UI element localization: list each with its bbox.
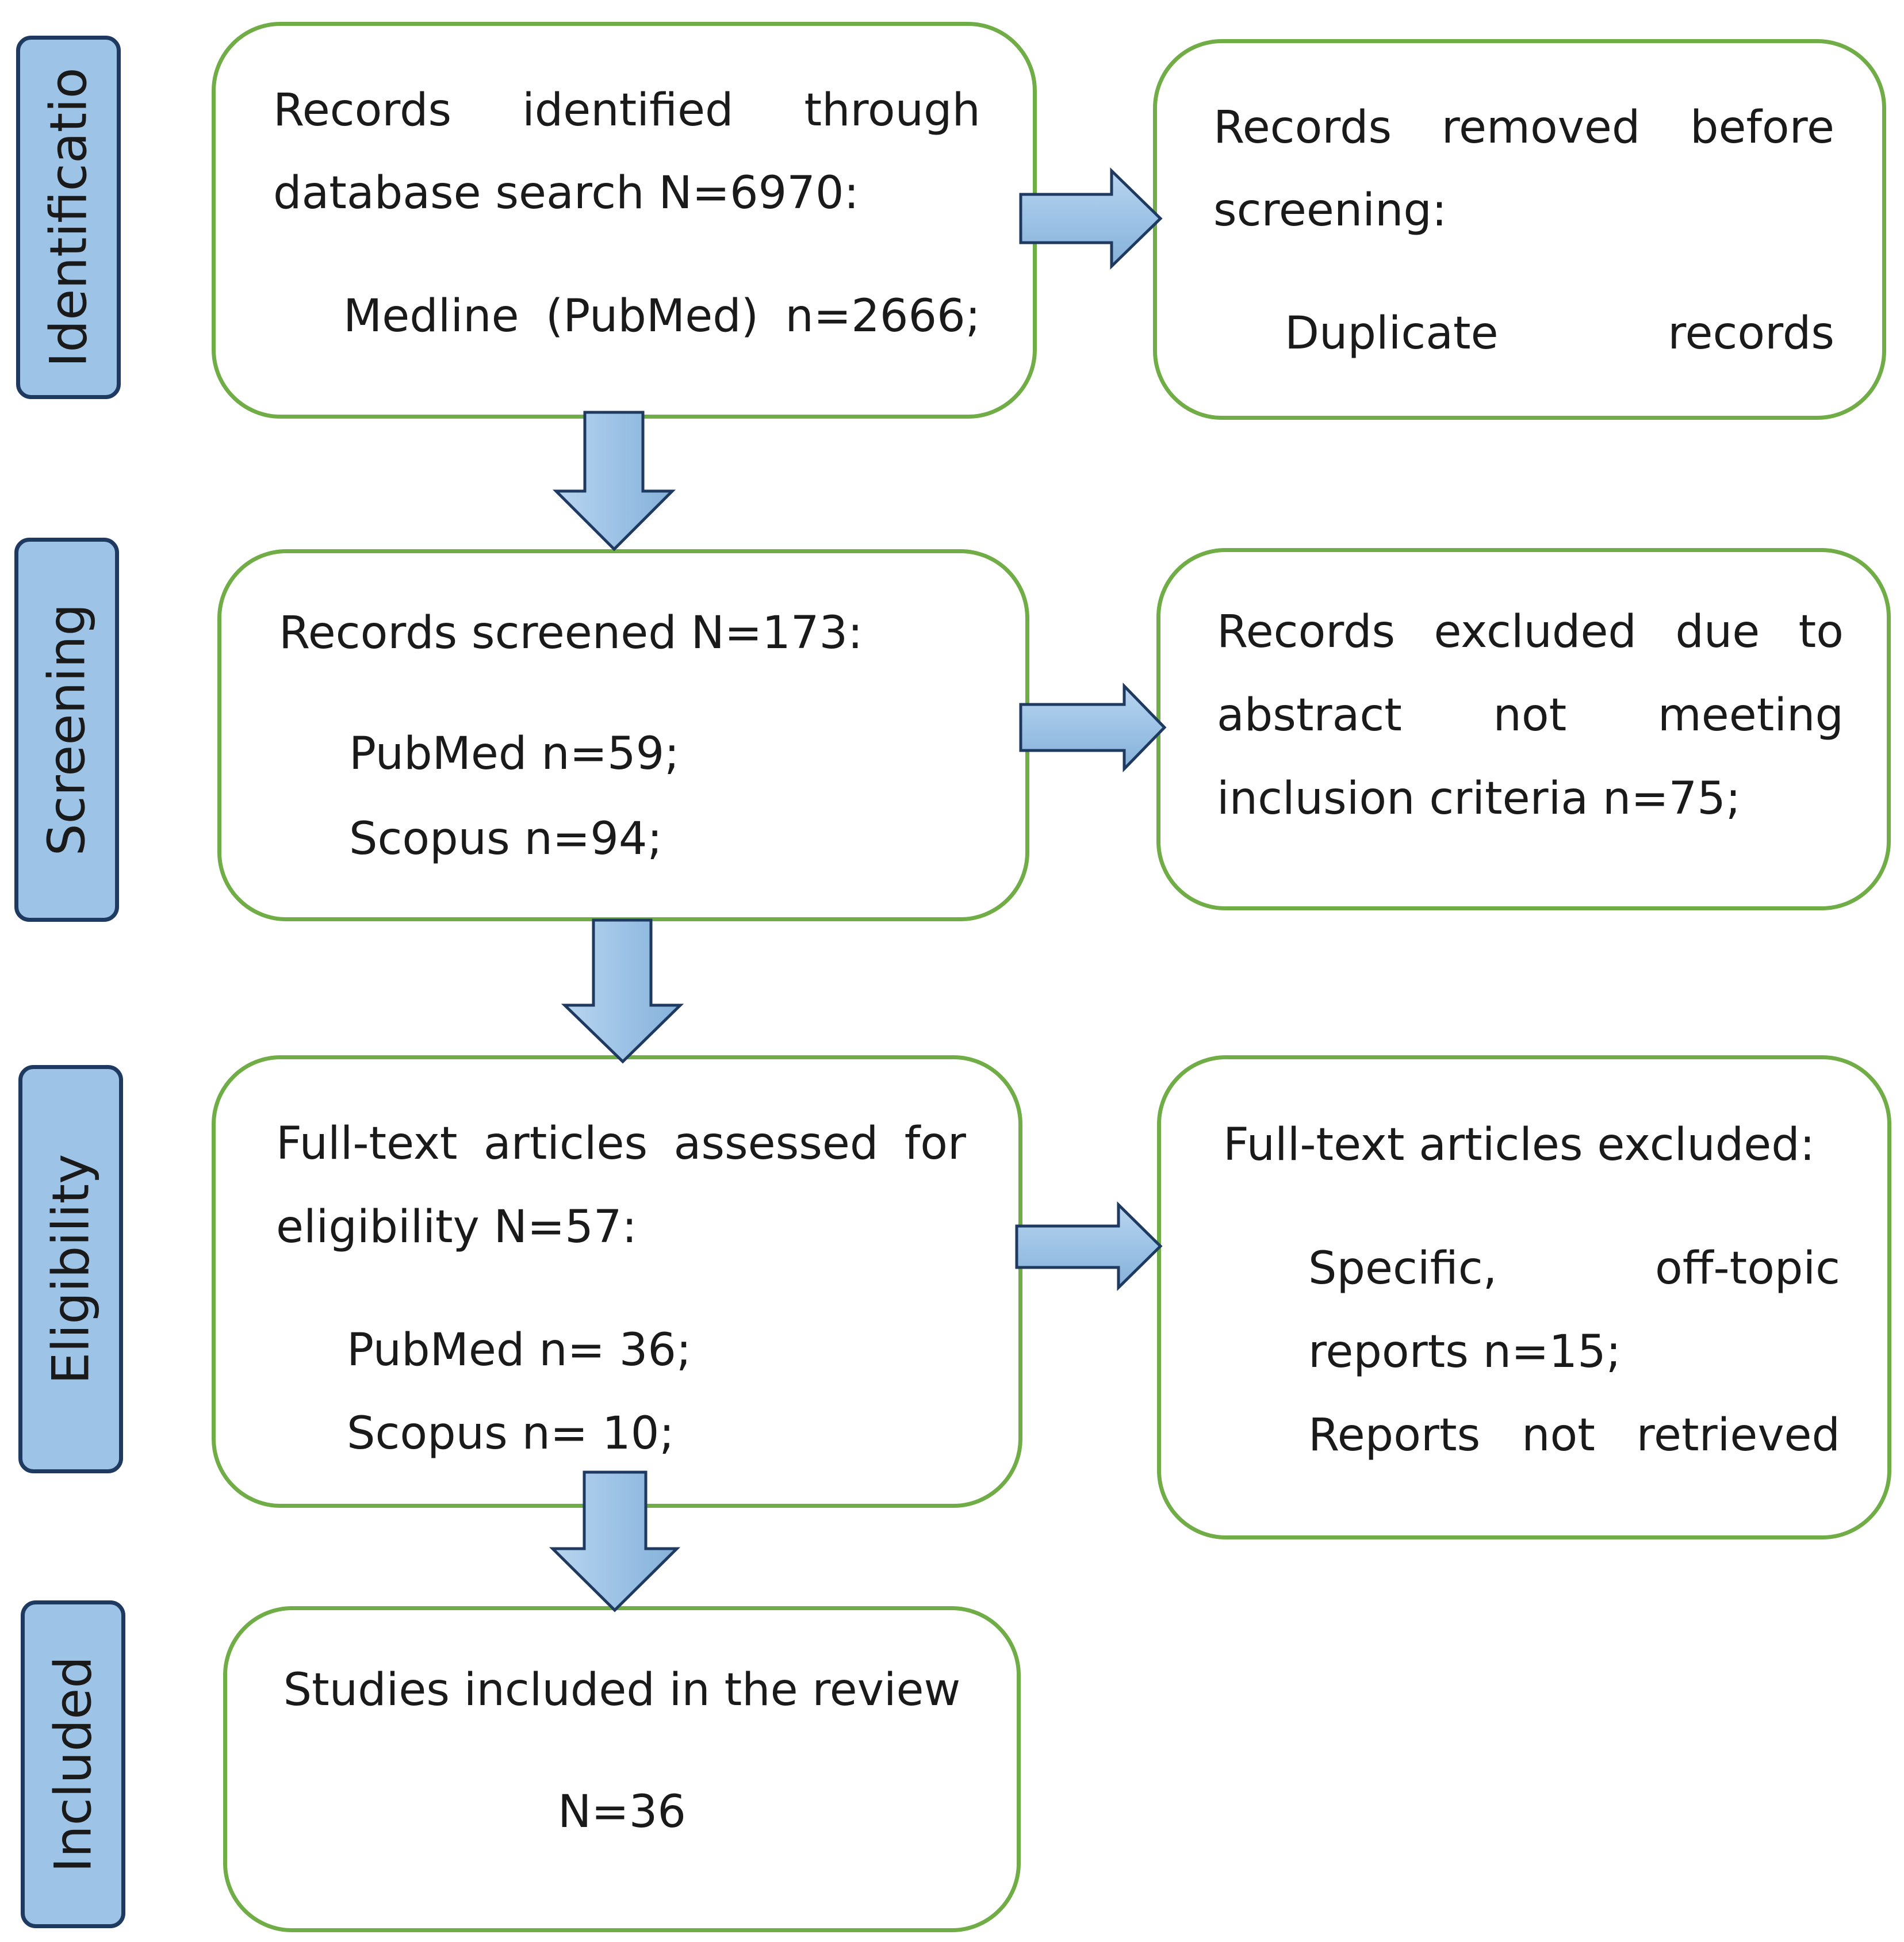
records-screened-line2: PubMed n=59;: [349, 728, 680, 780]
stage-screening-label: Screening: [37, 603, 97, 856]
records-excluded-box: Records excluded due to abstract not mee…: [1156, 548, 1891, 910]
stage-screening: Screening: [14, 538, 119, 922]
records-removed-line3: Duplicate records: [1285, 308, 1834, 359]
stage-identification: Identificatio: [16, 36, 121, 399]
records-identified-line3: Medline (PubMed) n=2666;: [343, 290, 980, 342]
records-screened-line3: Scopus n=94;: [349, 813, 662, 865]
studies-included-box: Studies included in the review N=36: [223, 1606, 1021, 1932]
studies-included-line1: Studies included in the review: [283, 1664, 961, 1716]
records-screened-box: Records screened N=173: PubMed n=59; Sco…: [217, 549, 1029, 921]
records-removed-line2: screening:: [1213, 185, 1447, 236]
records-identified-line2: database search N=6970:: [273, 167, 859, 219]
records-excluded-line3: inclusion criteria n=75;: [1217, 773, 1741, 825]
fulltext-assessed-line2: eligibility N=57:: [276, 1201, 637, 1253]
arrow-right-2: [1019, 682, 1167, 773]
fulltext-excluded-line1: Full-text articles excluded:: [1223, 1119, 1815, 1171]
stage-identification-label: Identificatio: [39, 67, 98, 367]
fulltext-assessed-line1: Full-text articles assessed for: [276, 1118, 966, 1170]
studies-included-count: N=36: [558, 1786, 686, 1838]
stage-eligibility-label: Eligibility: [41, 1154, 101, 1385]
fulltext-assessed-line4: Scopus n= 10;: [347, 1408, 675, 1460]
records-screened-line1: Records screened N=173:: [279, 607, 863, 659]
arrow-down-1: [552, 411, 676, 551]
fulltext-assessed-line3: PubMed n= 36;: [347, 1324, 692, 1376]
fulltext-excluded-box: Full-text articles excluded: Specific, o…: [1157, 1055, 1891, 1539]
fulltext-assessed-box: Full-text articles assessed for eligibil…: [212, 1055, 1022, 1508]
records-identified-line1: Records identified through: [273, 85, 980, 136]
stage-included: Included: [21, 1600, 125, 1928]
records-removed-box: Records removed before screening: Duplic…: [1153, 39, 1886, 420]
arrow-down-2: [561, 918, 684, 1064]
records-excluded-line2: abstract not meeting: [1217, 690, 1844, 741]
arrow-right-1: [1019, 167, 1163, 270]
stage-eligibility: Eligibility: [18, 1065, 123, 1473]
records-excluded-line1: Records excluded due to: [1217, 606, 1844, 658]
stage-included-label: Included: [43, 1656, 103, 1873]
arrow-right-3: [1015, 1201, 1163, 1291]
fulltext-excluded-line2: Specific, off-topic: [1308, 1243, 1840, 1294]
records-removed-line1: Records removed before: [1213, 102, 1834, 154]
records-identified-box: Records identified through database sear…: [212, 22, 1037, 419]
fulltext-excluded-line4: Reports not retrieved: [1308, 1409, 1840, 1461]
fulltext-excluded-line3: reports n=15;: [1308, 1326, 1621, 1378]
